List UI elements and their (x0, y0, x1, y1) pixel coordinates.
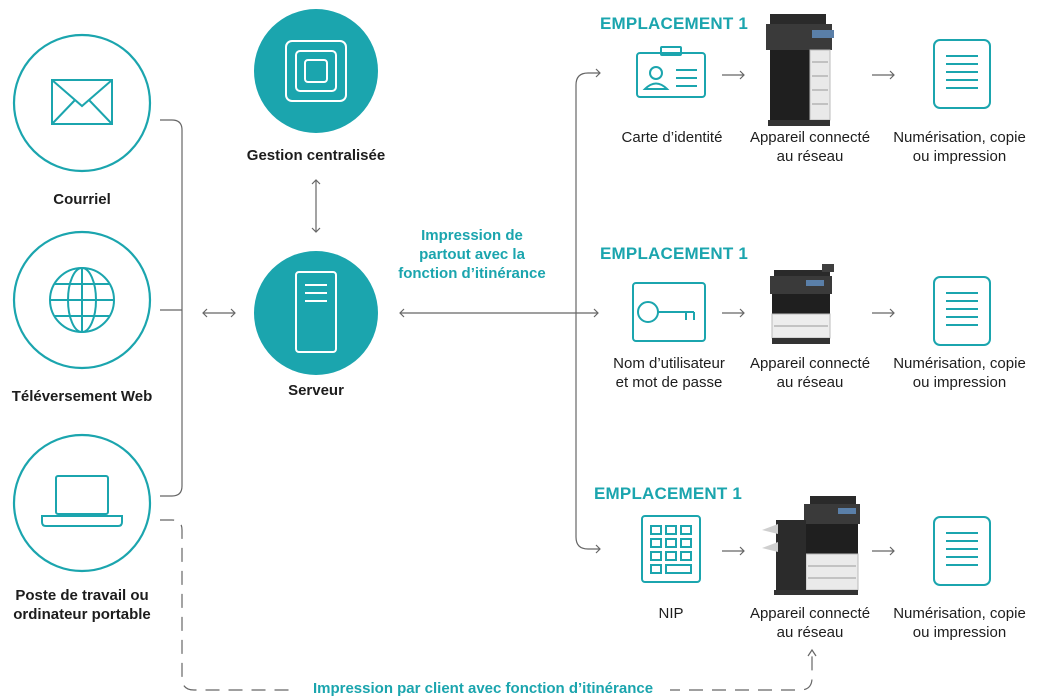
management-circle (254, 9, 378, 133)
auth-label-line1: Nom d’utilisateur (613, 355, 725, 372)
output-label-line1: Numérisation, copie (893, 355, 1026, 372)
device-label: Appareil connecté au réseau (740, 128, 880, 166)
output-label: Numérisation, copie ou impression (882, 354, 1037, 392)
location-title: EMPLACEMENT 1 (600, 14, 749, 33)
client-roaming-label: Impression par client avec fonction d’it… (296, 679, 670, 698)
laptop-label-line1: Poste de travail ou (15, 587, 149, 604)
multifunction-printer-image (770, 264, 834, 344)
device-label-line1: Appareil connecté (749, 605, 871, 622)
output-label-line1: Numérisation, copie (893, 129, 1026, 146)
management-icon (285, 40, 347, 102)
device-label-line1: Appareil connecté (749, 129, 871, 146)
location-title: EMPLACEMENT 1 (594, 484, 743, 503)
roaming-label-line2: partout avec la (419, 246, 525, 263)
device-label: Appareil connecté au réseau (740, 354, 880, 392)
output-label: Numérisation, copie ou impression (882, 128, 1037, 166)
server-icon (295, 271, 337, 353)
multifunction-printer-image (762, 496, 860, 595)
envelope-icon (51, 79, 113, 125)
output-label-line2: ou impression (912, 374, 1007, 391)
email-label: Courriel (53, 191, 111, 208)
laptop-icon (41, 475, 123, 527)
client-roaming-dashed-path (160, 519, 300, 691)
server-label: Serveur (288, 382, 344, 399)
roaming-label-line1: Impression de (421, 227, 523, 244)
multifunction-printer-image (766, 14, 834, 126)
location-title: EMPLACEMENT 1 (600, 244, 749, 263)
roaming-label: Impression de partout avec la fonction d… (384, 226, 560, 283)
document-icon (933, 516, 991, 586)
output-label-line1: Numérisation, copie (893, 605, 1026, 622)
auth-label-line2: et mot de passe (615, 374, 723, 391)
output-label-line2: ou impression (912, 148, 1007, 165)
device-label-line1: Appareil connecté (749, 355, 871, 372)
device-label: Appareil connecté au réseau (740, 604, 880, 642)
web-circle (12, 230, 152, 370)
management-label: Gestion centralisée (246, 147, 386, 164)
document-icon (933, 276, 991, 346)
flow-arrows (722, 70, 895, 556)
device-label-line2: au réseau (776, 624, 844, 641)
server-circle (254, 251, 378, 375)
keypad-icon (641, 515, 701, 583)
web-upload-label: Téléversement Web (11, 388, 153, 405)
device-label-line2: au réseau (776, 374, 844, 391)
roaming-label-line3: fonction d’itinérance (398, 265, 546, 282)
device-label-line2: au réseau (776, 148, 844, 165)
auth-label: Nom d’utilisateur et mot de passe (596, 354, 742, 392)
output-label-line2: ou impression (912, 624, 1007, 641)
auth-label: NIP (658, 605, 684, 622)
laptop-label-line2: ordinateur portable (13, 606, 151, 623)
document-icon (933, 39, 991, 109)
laptop-circle (12, 433, 152, 573)
email-circle (12, 33, 152, 173)
id-card-icon (636, 46, 706, 98)
laptop-label: Poste de travail ou ordinateur portable (2, 586, 162, 624)
output-label: Numérisation, copie ou impression (882, 604, 1037, 642)
key-icon (632, 282, 706, 342)
sources-bracket (160, 119, 183, 497)
globe-icon (49, 267, 115, 333)
auth-label: Carte d’identité (621, 129, 723, 146)
